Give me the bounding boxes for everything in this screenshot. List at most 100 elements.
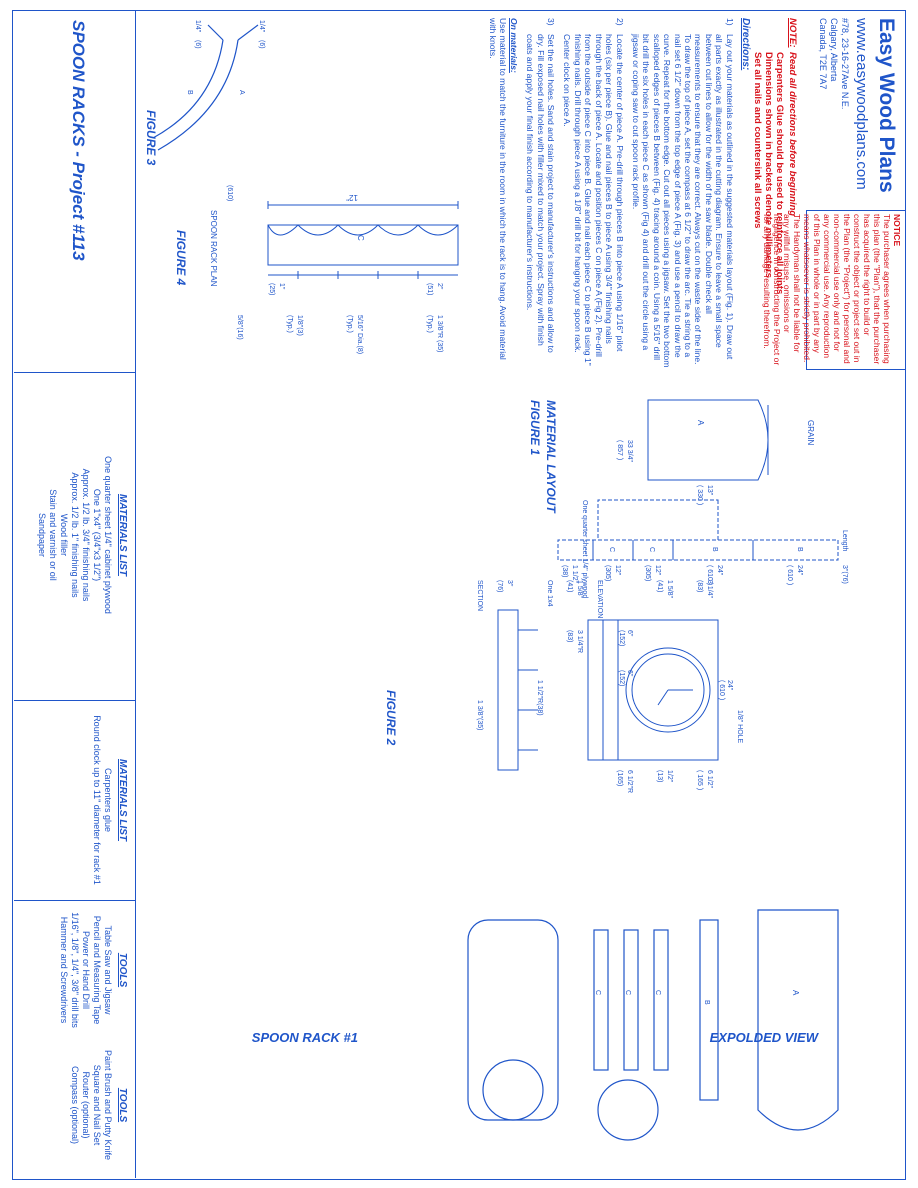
piece-c-3d — [623, 929, 639, 1071]
fig4-dim: 12" — [346, 193, 358, 202]
fig4-dim: (Typ.) — [286, 315, 293, 333]
dim: 1 1/2"R(38) — [536, 680, 543, 716]
step-number: 1) — [724, 18, 735, 26]
piece-c-3d — [653, 929, 669, 1071]
dim: 1 3/8"(35) — [476, 700, 483, 731]
materials-list-2: MATERIALS LIST Carpenters glue Round clo… — [91, 710, 128, 890]
dim: 6" — [626, 670, 633, 677]
dim: 6 1/2" — [706, 770, 713, 789]
dim: 24" — [716, 565, 723, 576]
part-label: C — [624, 990, 631, 995]
grain-label: GRAIN — [806, 420, 815, 446]
address-line: #78, 23-16-27Ave N.E. — [840, 18, 850, 110]
dim: (41) — [656, 580, 663, 592]
tools-heading: TOOLS — [117, 1087, 128, 1123]
figure-3-drawing: A B 1/4" (6) 1/4" (6) — [152, 20, 265, 151]
dim: 6" — [626, 630, 633, 637]
part-label: B — [703, 1000, 710, 1005]
brand-address: #78, 23-16-27Ave N.E. Calgary, Alberta C… — [817, 18, 850, 109]
fig3-dim: (6) — [194, 40, 201, 49]
scallop-edge — [267, 224, 459, 236]
material-item: Wood filler — [59, 513, 69, 557]
note-line: Dimensions shown in brackets denote mill… — [763, 52, 774, 278]
part-label: C — [594, 990, 601, 995]
dim: 12" — [614, 565, 621, 576]
clock-inner — [631, 653, 705, 727]
dim: 1 5/8" — [576, 580, 583, 599]
fig2-label: FIGURE 2 — [384, 690, 398, 746]
assembled-rack — [467, 919, 559, 1121]
dim: (152) — [618, 670, 625, 686]
material-item: One 1"x4" (3/4"x3 1/2") — [92, 488, 102, 582]
tool-item: Hammer and Screwdrivers — [59, 916, 69, 1024]
note-label: NOTE: — [787, 18, 798, 48]
tools-list-2: TOOLS Paint Brush and Putty Knife Square… — [69, 1040, 128, 1170]
bottom-divider-2 — [14, 700, 136, 701]
dim: (83) — [566, 630, 573, 642]
dim: (13) — [656, 770, 663, 782]
tool-item: Paint Brush and Putty Knife — [103, 1049, 113, 1161]
elevation-label: ELEVATION — [596, 580, 603, 618]
dim: (305) — [604, 565, 611, 581]
dim: (152) — [618, 630, 625, 646]
rack-c-outline — [267, 224, 459, 266]
tools-heading: TOOLS — [117, 952, 128, 988]
fig4-label: FIGURE 4 — [174, 230, 188, 286]
dim: 3 1/4" — [706, 580, 713, 599]
assembled-clock — [482, 1059, 544, 1121]
dim: (165) — [616, 770, 623, 786]
dim: ( 610 ) — [706, 565, 713, 585]
fig3-dim: 1/4" — [194, 20, 201, 33]
dim: (83) — [696, 580, 703, 592]
dim: 24" — [796, 565, 803, 576]
dim: (41) — [566, 580, 573, 592]
fig4-dim: (25) — [268, 283, 275, 295]
fig3-dim: (6) — [258, 40, 265, 49]
brand-website[interactable]: www.easywoodplans.com — [853, 18, 870, 190]
figure-1-drawing: A B B C C GRAIN 33 3/4" ( 857 ) 13" ( 33… — [546, 399, 848, 607]
on-materials-heading: On materials: — [508, 18, 519, 73]
material-item: Approx. 1/2 lb. 3/4" finishing nails — [81, 468, 91, 602]
clock-hand — [657, 689, 669, 706]
fig4-dim: 1 3/8"R (35) — [436, 315, 443, 353]
direction-step: 2) Locate the center of piece A. Pre-dri… — [562, 18, 625, 368]
material-item: Stain and varnish or oil — [48, 489, 58, 581]
material-item: One quarter sheet 1/4" cabinet plywood — [103, 456, 113, 614]
step-number: 2) — [614, 18, 625, 26]
dim: ( 330 ) — [696, 485, 703, 505]
part-label: C — [648, 547, 655, 552]
note-line: Set all nails and countersink all screws — [752, 52, 763, 229]
fig4-caption: SPOON RACK PLAN — [209, 210, 218, 287]
direction-step: 1) Lay out your materials as outlined in… — [631, 18, 735, 368]
dim: (76) — [496, 580, 503, 592]
note-block: NOTE: Read all directions before beginni… — [752, 18, 803, 358]
plywood-sheet — [597, 499, 719, 541]
tool-item: 1/16", 1/8", 1/4", 3/8" drill bits — [70, 912, 80, 1028]
figure-2-drawing: 24" ( 610 ) 3 1/4" (83) 6 1/2" ( 165 ) 1… — [476, 580, 743, 793]
fig4-dim: (610) — [226, 185, 233, 201]
tool-item: Square and Nail Set — [92, 1064, 102, 1146]
tool-item: Compass (optional) — [70, 1065, 80, 1145]
elevation-board — [587, 619, 719, 761]
direction-step: 3) Set the nail holes. Sand and stain pr… — [525, 18, 556, 368]
piece-a-outline — [647, 399, 769, 481]
part-label: B — [711, 547, 718, 552]
length-label: Length — [841, 530, 848, 552]
figure-4-drawing: 12" 2" (51) 1" (25) C 1 3/8"R (35) (Typ.… — [226, 185, 459, 354]
piece-c-3d — [593, 929, 609, 1071]
clock-face — [625, 647, 711, 733]
tool-item: Router (optional) — [81, 1071, 91, 1139]
tool-item: Table Saw and Jigsaw — [103, 925, 113, 1015]
materials-heading: MATERIALS LIST — [117, 493, 128, 577]
tool-item: Pencil and Measuring Tape — [92, 915, 102, 1025]
fig3-dim: 1/4" — [258, 20, 265, 33]
note-line: Read all directions before beginning — [787, 52, 798, 217]
step-text: Locate the center of piece A. Pre-drill … — [562, 34, 625, 366]
spoon-rack-1-title: SPOON RACK #1 — [251, 1030, 358, 1045]
hole-label: 1/8" HOLE — [736, 710, 743, 744]
dim: 3 1/4"R — [576, 630, 583, 653]
fig4-dim: (Typ.) — [426, 315, 433, 333]
section-board — [497, 609, 519, 771]
